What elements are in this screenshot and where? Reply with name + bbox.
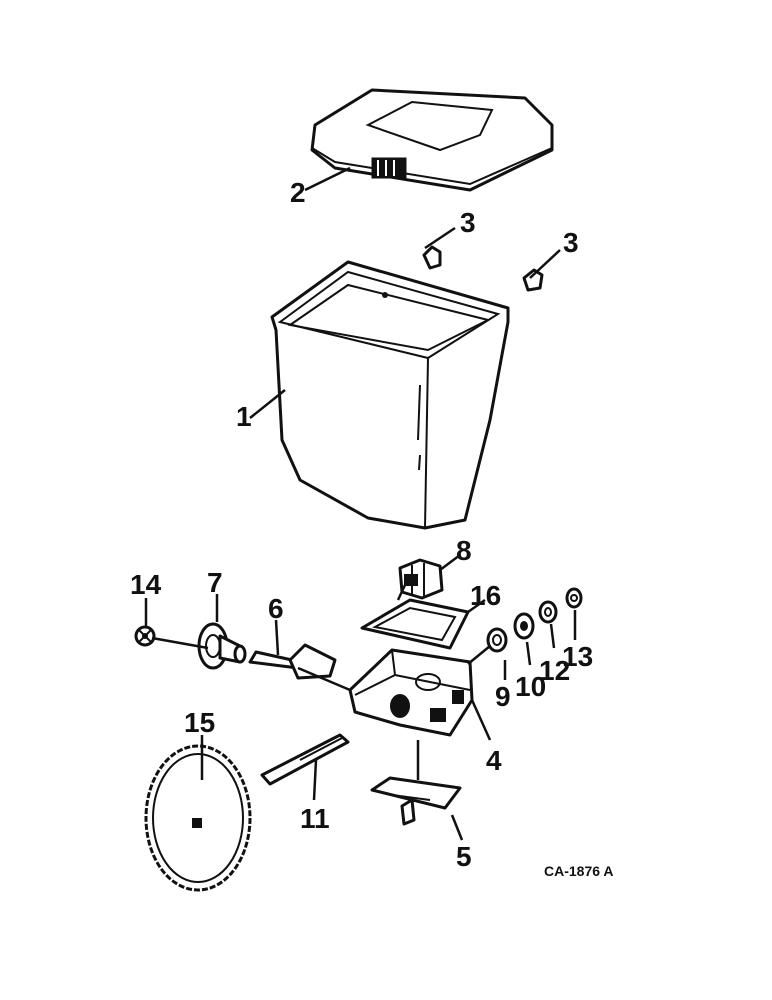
hopper-lid	[310, 88, 554, 192]
callout-3-right: 3	[563, 227, 579, 258]
bushing-9	[486, 627, 508, 653]
washer-13	[565, 587, 583, 609]
callout-14: 14	[130, 569, 162, 600]
washer-12	[538, 600, 558, 624]
hex-shaft	[260, 733, 350, 786]
clip-left	[422, 245, 442, 270]
callout-16: 16	[470, 580, 501, 611]
callout-10: 10	[515, 671, 546, 702]
callout-3-left: 3	[460, 207, 476, 238]
cutoff	[248, 643, 337, 680]
callout-11: 11	[300, 803, 330, 834]
callout-2: 2	[290, 177, 306, 208]
sprocket	[144, 744, 252, 892]
feed-wheel	[398, 558, 444, 600]
leader-lines	[144, 166, 577, 841]
clip-right	[522, 268, 544, 292]
callout-12: 12	[539, 655, 570, 686]
callout-5: 5	[456, 841, 472, 872]
callout-7: 7	[207, 567, 223, 598]
callout-4: 4	[486, 745, 502, 776]
callout-13: 13	[562, 641, 593, 672]
hopper-body	[270, 260, 510, 530]
callout-8: 8	[456, 535, 472, 566]
callout-1: 1	[236, 401, 252, 432]
gasket	[360, 598, 470, 650]
callout-6: 6	[268, 593, 284, 624]
lid-latch	[371, 157, 407, 179]
bottom-plate	[370, 776, 462, 826]
drawing-code: CA-1876 A	[544, 863, 614, 879]
hub	[197, 622, 247, 670]
pinion	[134, 625, 156, 647]
bushing-10	[513, 612, 535, 640]
callout-15: 15	[184, 707, 215, 738]
callout-9: 9	[495, 681, 511, 712]
meter-housing	[348, 648, 474, 737]
